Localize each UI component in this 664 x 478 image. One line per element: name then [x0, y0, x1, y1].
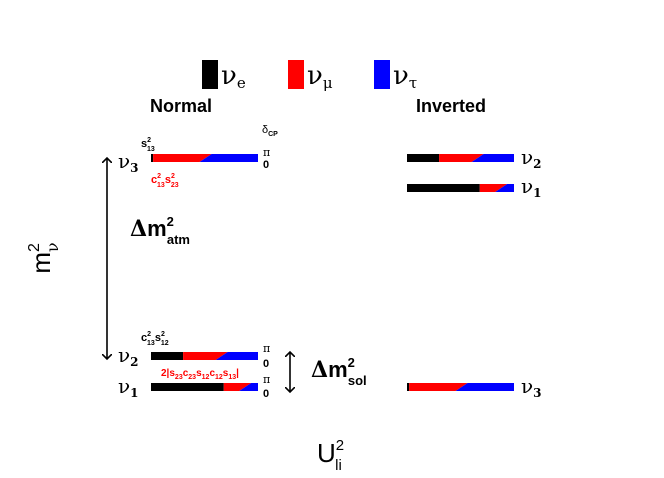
- label-interference-term: 2|s23c23s12c12s13|: [161, 368, 239, 381]
- normal-bar-nu1-e-segment: [151, 383, 224, 391]
- normal-bar-nu1-tau-segment: [239, 383, 258, 391]
- y-axis-label: m2ν: [26, 242, 62, 273]
- inverted-bar-nu3-tau-segment: [455, 383, 514, 391]
- inverted-bar-nu3-mu-segment: [409, 383, 468, 391]
- normal-level-label-nu1: ν1: [118, 374, 139, 400]
- inverted-bar-nu2-e-segment: [407, 154, 440, 162]
- legend-swatch-nu-tau: [374, 60, 390, 89]
- legend-label-nu-e: νe: [221, 61, 246, 92]
- normal-level-label-nu3: ν3: [118, 149, 139, 175]
- normal-bar-nu2-mu-segment: [183, 352, 228, 360]
- heading-inverted: Inverted: [416, 96, 486, 116]
- phase-zero-nu3: 0: [263, 159, 269, 171]
- normal-bar-nu2-e-segment: [151, 352, 184, 360]
- legend-swatch-nu-e: [202, 60, 218, 89]
- phase-zero-nu2: 0: [263, 358, 269, 370]
- normal-bar-nu1-mu-segment: [223, 383, 252, 391]
- phase-pi-nu3: π: [263, 146, 270, 159]
- normal-bar-nu2-tau-segment: [215, 352, 258, 360]
- normal-bar-nu3-mu-segment: [153, 154, 212, 162]
- delta-cp-label: δCP: [262, 124, 278, 138]
- normal-bar-nu3-tau-segment: [199, 154, 258, 162]
- level-bars: [151, 154, 514, 391]
- inverted-level-label-nu1: ν1: [521, 174, 542, 200]
- normal-bar-nu3-e-segment: [151, 154, 154, 162]
- inverted-bar-nu3-e-segment: [407, 383, 410, 391]
- phase-pi-nu2: π: [263, 342, 270, 355]
- inverted-bar-nu2-mu-segment: [439, 154, 484, 162]
- legend: νe νμ ντ: [202, 60, 417, 92]
- legend-label-nu-tau: ντ: [393, 61, 417, 92]
- heading-normal: Normal: [150, 96, 212, 116]
- inverted-level-label-nu2: ν2: [521, 145, 542, 171]
- legend-swatch-nu-mu: [288, 60, 304, 89]
- phase-zero-nu1: 0: [263, 388, 269, 400]
- phase-pi-nu1: π: [263, 373, 270, 386]
- inverted-bar-nu1-e-segment: [407, 184, 480, 192]
- inverted-bar-nu2-tau-segment: [471, 154, 514, 162]
- inverted-level-label-nu3: ν3: [521, 374, 542, 400]
- legend-label-nu-mu: νμ: [307, 61, 333, 92]
- inverted-bar-nu1-tau-segment: [495, 184, 514, 192]
- normal-level-label-nu2: ν2: [118, 343, 139, 369]
- inverted-bar-nu1-mu-segment: [479, 184, 508, 192]
